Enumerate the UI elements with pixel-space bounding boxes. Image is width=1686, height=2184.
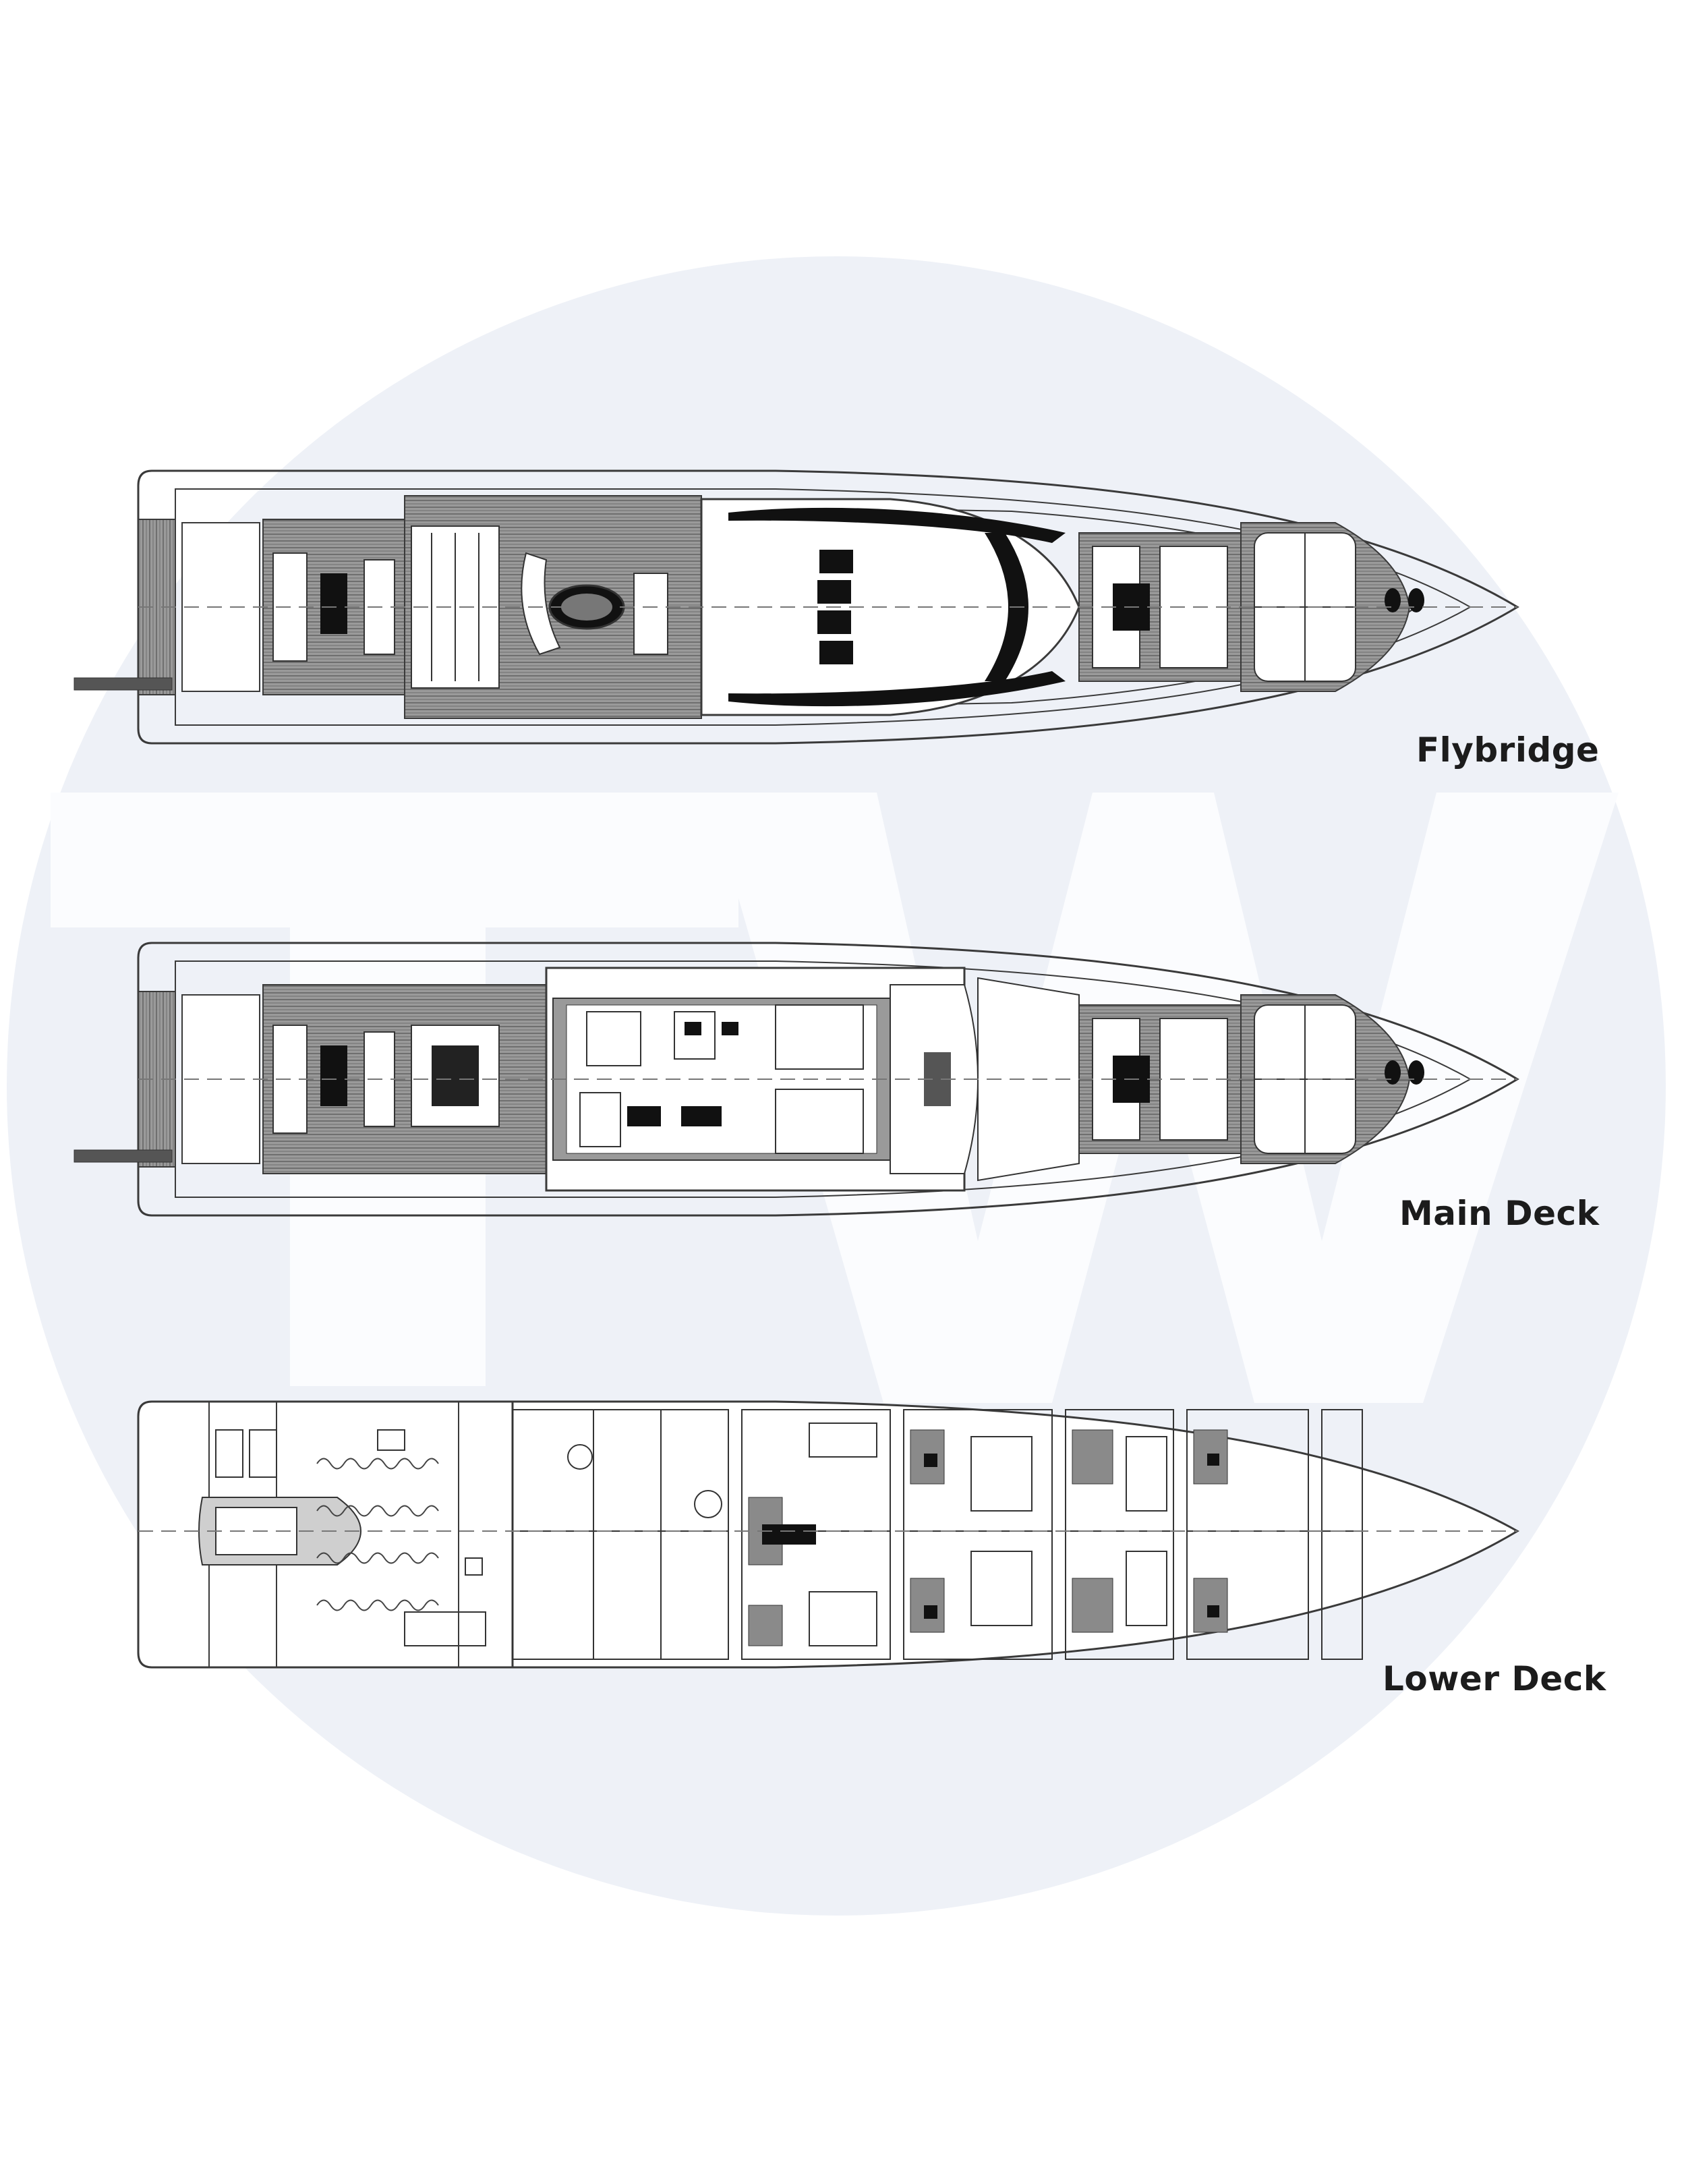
main-deck-label: Main Deck	[1399, 1194, 1600, 1233]
main-deck-plan	[74, 942, 1519, 1217]
flybridge-label: Flybridge	[1416, 730, 1600, 770]
flybridge-plan	[74, 469, 1519, 745]
lower-deck-label: Lower Deck	[1383, 1659, 1606, 1698]
lower-deck-plan	[137, 1400, 1519, 1669]
hull-outline	[137, 1400, 1519, 1669]
